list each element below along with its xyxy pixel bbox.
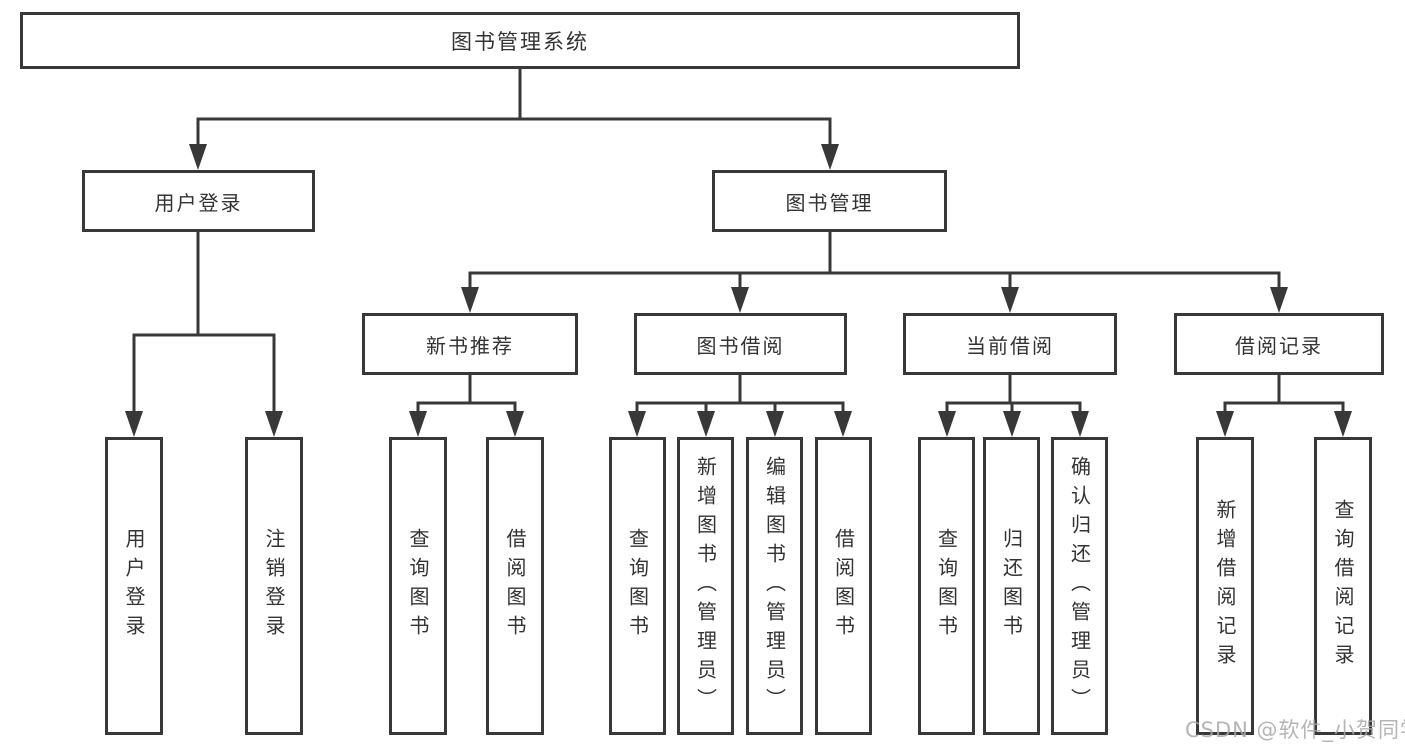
node-label: 新增图书（管理员） bbox=[693, 455, 718, 717]
arrowhead bbox=[628, 411, 646, 437]
leaf-query-borrow-record: 查询借阅记录 bbox=[1314, 437, 1372, 735]
node-label: 当前借阅 bbox=[966, 333, 1054, 358]
csdn-watermark: CSDN @软件_小贺同学 bbox=[1185, 718, 1405, 742]
arrowhead bbox=[731, 287, 749, 313]
arrowhead bbox=[461, 287, 479, 313]
arrowhead bbox=[189, 144, 207, 170]
node-label: 借阅图书 bbox=[831, 528, 856, 644]
node-root-library-system: 图书管理系统 bbox=[20, 12, 1020, 69]
leaf-confirm-return-admin: 确认归还（管理员） bbox=[1051, 437, 1108, 735]
leaf-logout: 注销登录 bbox=[245, 437, 303, 735]
arrowhead bbox=[697, 411, 715, 437]
arrowhead bbox=[821, 144, 839, 170]
node-borrow-records: 借阅记录 bbox=[1174, 313, 1384, 375]
arrowhead bbox=[125, 411, 143, 437]
node-book-management: 图书管理 bbox=[712, 170, 947, 232]
arrowhead bbox=[1001, 287, 1019, 313]
arrowhead bbox=[766, 411, 784, 437]
arrowhead bbox=[1334, 411, 1352, 437]
node-user-login: 用户登录 bbox=[82, 170, 315, 232]
connector-book-mgmt-to-level3 bbox=[461, 232, 1288, 313]
leaf-query-books: 查询图书 bbox=[918, 437, 975, 735]
node-label: 查询图书 bbox=[406, 528, 430, 644]
connector-borrow-children bbox=[628, 375, 852, 437]
connector-newbook-children bbox=[409, 375, 524, 437]
node-label: 借阅图书 bbox=[503, 528, 527, 644]
node-label: 编辑图书（管理员） bbox=[762, 455, 787, 717]
leaf-borrow-books: 借阅图书 bbox=[486, 437, 544, 735]
leaf-borrow-books: 借阅图书 bbox=[815, 437, 872, 735]
leaf-add-borrow-record: 新增借阅记录 bbox=[1196, 437, 1254, 735]
node-label: 查询图书 bbox=[934, 528, 959, 644]
node-current-borrow: 当前借阅 bbox=[903, 313, 1117, 375]
leaf-edit-books-admin: 编辑图书（管理员） bbox=[746, 437, 803, 735]
node-label: 新增借阅记录 bbox=[1213, 499, 1237, 673]
connector-user-login-children bbox=[125, 232, 283, 437]
node-book-borrow: 图书借阅 bbox=[634, 313, 847, 375]
arrowhead bbox=[834, 411, 852, 437]
connector-records-children bbox=[1216, 375, 1352, 437]
node-label: 图书借阅 bbox=[696, 333, 785, 358]
arrowhead bbox=[938, 411, 956, 437]
arrowhead bbox=[506, 411, 524, 437]
leaf-query-books: 查询图书 bbox=[389, 437, 447, 735]
leaf-return-books: 归还图书 bbox=[983, 437, 1040, 735]
node-label: 用户登录 bbox=[122, 528, 146, 644]
arrowhead bbox=[1003, 411, 1021, 437]
node-label: 图书管理 bbox=[785, 190, 874, 215]
node-label: 用户登录 bbox=[154, 190, 243, 215]
node-label: 图书管理系统 bbox=[451, 29, 589, 54]
arrowhead bbox=[1216, 411, 1234, 437]
node-label: 归还图书 bbox=[999, 528, 1024, 644]
node-label: 查询图书 bbox=[625, 528, 650, 644]
node-new-book-recommend: 新书推荐 bbox=[362, 313, 578, 375]
leaf-query-books: 查询图书 bbox=[609, 437, 666, 735]
connector-root-to-level2 bbox=[189, 69, 839, 170]
node-label: 确认归还（管理员） bbox=[1067, 455, 1092, 717]
connector-current-children bbox=[938, 375, 1089, 437]
leaf-user-login: 用户登录 bbox=[105, 437, 163, 735]
arrowhead bbox=[409, 411, 427, 437]
node-label: 注销登录 bbox=[262, 528, 286, 644]
arrowhead bbox=[1270, 287, 1288, 313]
node-label: 新书推荐 bbox=[426, 333, 514, 358]
arrowhead bbox=[265, 411, 283, 437]
arrowhead bbox=[1071, 411, 1089, 437]
leaf-add-books-admin: 新增图书（管理员） bbox=[677, 437, 734, 735]
node-label: 借阅记录 bbox=[1235, 333, 1323, 358]
node-label: 查询借阅记录 bbox=[1331, 499, 1355, 673]
